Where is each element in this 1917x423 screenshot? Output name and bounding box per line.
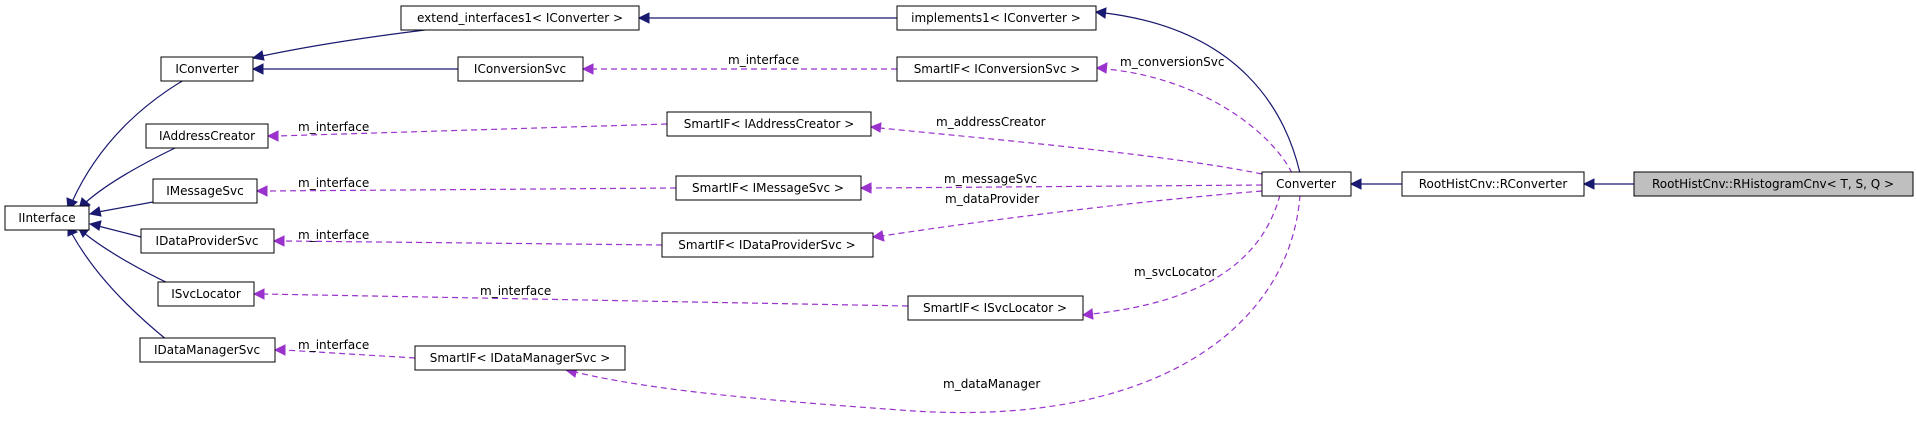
label-m-datamanager: m_dataManager — [943, 377, 1040, 391]
label-m-svclocator: m_svcLocator — [1134, 265, 1216, 279]
node-label: IMessageSvc — [166, 184, 243, 198]
label-m-dataprovider: m_dataProvider — [945, 192, 1039, 206]
node-label: SmartIF< ISvcLocator > — [923, 301, 1067, 315]
node-label: IInterface — [18, 211, 75, 225]
node-smartif-isvclocator[interactable]: SmartIF< ISvcLocator > — [907, 295, 1084, 321]
edge-converter-to-smartif-iaddresscreator — [879, 127, 1263, 175]
arrowhead-isvclocator-m-interface — [252, 288, 265, 300]
node-iinterface[interactable]: IInterface — [4, 205, 90, 231]
arrowhead-imessagesvc-m-interface — [255, 185, 268, 197]
edge-converter-to-smartif-idatamanagersvc — [574, 194, 1301, 414]
node-label: extend_interfaces1< IConverter > — [417, 11, 623, 25]
edge-smartif-idatamanagersvc-to-idatamanagersvc — [283, 349, 416, 359]
node-smartif-iaddresscreator[interactable]: SmartIF< IAddressCreator > — [666, 111, 872, 137]
label-m-interface-isvclocator: m_interface — [480, 284, 551, 298]
node-idatamanagersvc[interactable]: IDataManagerSvc — [139, 337, 276, 363]
edge-isvclocator-to-iinterface — [83, 232, 171, 285]
node-label: SmartIF< IDataManagerSvc > — [430, 351, 611, 365]
arrowhead-smartif-imessagesvc-m-messagesvc — [859, 182, 872, 194]
node-label: RootHistCnv::RConverter — [1419, 177, 1568, 191]
node-imessagesvc[interactable]: IMessageSvc — [152, 178, 258, 204]
arrowhead-extend-interfaces1-from-implements1 — [637, 12, 650, 24]
edge-converter-to-smartif-isvclocator — [1091, 194, 1281, 315]
arrowhead-iinterface-from-idataprovidersvc — [88, 220, 102, 231]
node-iconversionsvc[interactable]: IConversionSvc — [457, 56, 584, 82]
label-m-messagesvc: m_messageSvc — [944, 172, 1037, 186]
node-converter[interactable]: Converter — [1261, 171, 1352, 197]
node-label: ISvcLocator — [171, 287, 241, 301]
node-label: implements1< IConverter > — [911, 11, 1081, 25]
node-label: SmartIF< IDataProviderSvc > — [678, 238, 855, 252]
node-iaddresscreator[interactable]: IAddressCreator — [145, 123, 269, 149]
arrowhead-idatamanagersvc-m-interface — [273, 344, 286, 356]
edge-converter-to-smartif-iconversionsvc — [1105, 68, 1293, 174]
arrowhead-converter-from-rconverter — [1349, 178, 1362, 190]
node-label: SmartIF< IConversionSvc > — [914, 62, 1081, 76]
node-label: IConverter — [175, 62, 238, 76]
node-smartif-iconversionsvc[interactable]: SmartIF< IConversionSvc > — [896, 56, 1098, 82]
edge-idataprovidersvc-to-iinterface — [97, 225, 142, 238]
arrowhead-iaddresscreator-m-interface — [266, 130, 279, 142]
node-smartif-idataprovidersvc[interactable]: SmartIF< IDataProviderSvc > — [661, 232, 874, 258]
inheritance-edges — [66, 7, 1634, 341]
arrowhead-iconverter-from-iconversionsvc — [251, 63, 264, 75]
edge-converter-to-smartif-idataprovidersvc — [881, 190, 1263, 237]
edge-smartif-idataprovidersvc-to-idataprovidersvc — [282, 240, 663, 246]
node-iconverter[interactable]: IConverter — [160, 56, 254, 82]
node-label: IConversionSvc — [474, 62, 566, 76]
node-label: Converter — [1276, 177, 1336, 191]
label-m-interface-iconversionsvc: m_interface — [728, 53, 799, 67]
nodes: IInterface IConverter IAddressCreator IM… — [4, 5, 1914, 371]
edge-idatamanagersvc-to-iinterface — [71, 233, 168, 341]
node-extend-interfaces1[interactable]: extend_interfaces1< IConverter > — [400, 5, 640, 31]
edge-labels: m_interface m_conversionSvc m_interface … — [298, 53, 1225, 391]
node-smartif-idatamanagersvc[interactable]: SmartIF< IDataManagerSvc > — [414, 345, 626, 371]
label-m-addresscreator: m_addressCreator — [936, 115, 1046, 129]
label-m-interface-idatamanagersvc: m_interface — [298, 338, 369, 352]
node-implements1[interactable]: implements1< IConverter > — [896, 5, 1097, 31]
node-idataprovidersvc[interactable]: IDataProviderSvc — [140, 228, 275, 254]
node-rhistogramcnv[interactable]: RootHistCnv::RHistogramCnv< T, S, Q > — [1633, 171, 1914, 197]
label-m-interface-imessagesvc: m_interface — [298, 176, 369, 190]
node-label: RootHistCnv::RHistogramCnv< T, S, Q > — [1652, 177, 1894, 191]
edge-extend-interfaces1-to-iconverter — [261, 29, 426, 57]
arrowhead-iinterface-from-imessagesvc — [88, 206, 102, 217]
node-label: IDataManagerSvc — [154, 343, 260, 357]
node-label: IDataProviderSvc — [156, 234, 259, 248]
arrowhead-idataprovidersvc-m-interface — [272, 235, 285, 247]
edge-smartif-isvclocator-to-isvclocator — [262, 293, 909, 307]
edge-imessagesvc-to-iinterface — [97, 201, 154, 213]
edge-smartif-iaddresscreator-to-iaddresscreator — [276, 123, 668, 137]
label-m-interface-iaddresscreator: m_interface — [298, 120, 369, 134]
label-m-conversionsvc: m_conversionSvc — [1120, 55, 1225, 69]
edge-converter-to-implements1 — [1104, 12, 1301, 174]
arrowhead-iconverter-from-extend-interfaces1 — [251, 50, 265, 61]
node-label: IAddressCreator — [159, 129, 255, 143]
arrowhead-smartif-isvclocator-m-svclocator — [1081, 308, 1094, 320]
edge-smartif-imessagesvc-to-imessagesvc — [265, 187, 677, 192]
arrowhead-implements1-from-converter — [1094, 7, 1107, 19]
arrowhead-iconversionsvc-m-interface — [581, 63, 594, 75]
node-label: SmartIF< IAddressCreator > — [684, 117, 855, 131]
edge-converter-to-smartif-imessagesvc — [869, 184, 1263, 189]
edge-iaddresscreator-to-iinterface — [84, 147, 176, 204]
arrowhead-smartif-iconversionsvc-m-conversionsvc — [1095, 62, 1108, 74]
arrowhead-smartif-iaddresscreator-m-addresscreator — [869, 122, 882, 133]
node-smartif-imessagesvc[interactable]: SmartIF< IMessageSvc > — [675, 175, 862, 201]
node-rconverter[interactable]: RootHistCnv::RConverter — [1401, 171, 1585, 197]
node-isvclocator[interactable]: ISvcLocator — [157, 281, 255, 307]
label-m-interface-idataprovidersvc: m_interface — [298, 228, 369, 242]
arrowhead-smartif-idataprovidersvc-m-dataprovider — [871, 230, 885, 242]
node-label: SmartIF< IMessageSvc > — [692, 181, 844, 195]
arrowhead-rconverter-from-rhistogramcnv — [1582, 178, 1595, 190]
